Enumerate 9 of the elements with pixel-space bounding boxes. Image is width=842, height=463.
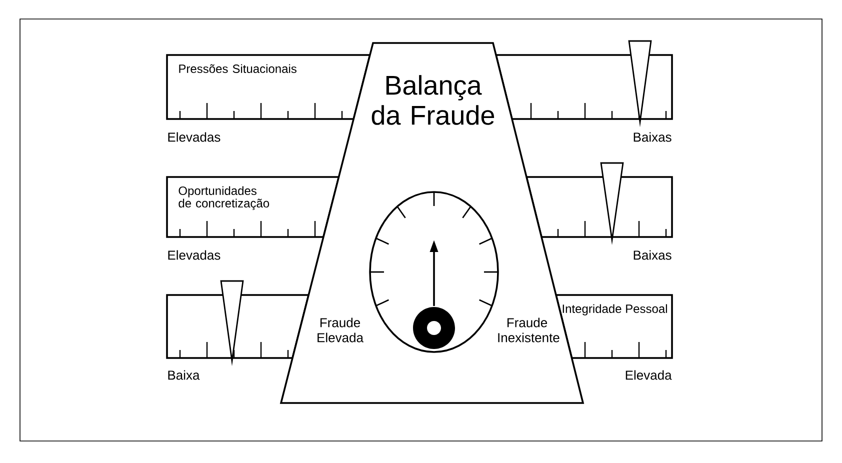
scale-end-label: Elevadas <box>168 132 220 142</box>
scale-end-label: Baixas <box>634 250 672 260</box>
scale-end-label: Baixas <box>634 132 672 142</box>
scale-end-label: Elevadas <box>168 250 220 260</box>
scale-title: Oportunidades de concretização <box>178 186 270 210</box>
scale-end-label: Elevada <box>626 370 672 380</box>
fraud-level-label: Fraude Elevada <box>318 318 364 342</box>
fraud-level-label: Fraude Inexistente <box>498 318 560 342</box>
scale-end-label: Baixa <box>168 370 200 380</box>
